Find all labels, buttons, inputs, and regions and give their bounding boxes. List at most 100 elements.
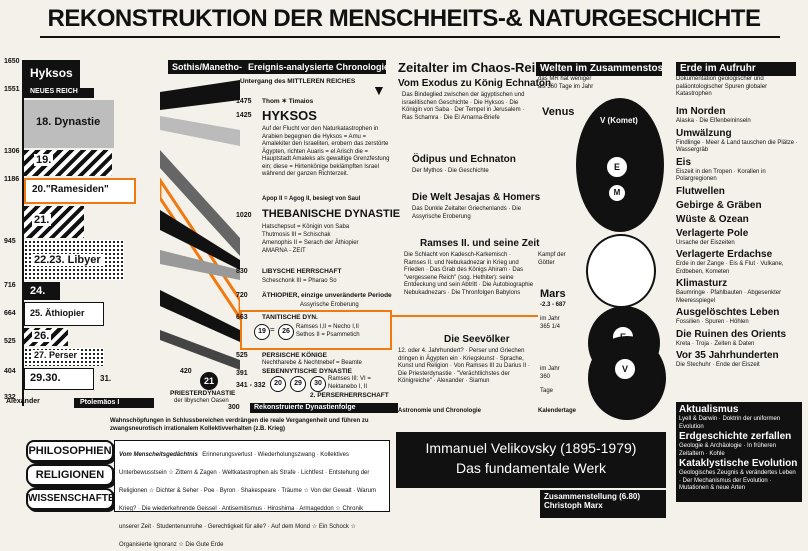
- year-664: 664: [4, 310, 16, 317]
- zweite-pers: 2. PERSERHERRSCHAFT: [310, 392, 389, 399]
- erde-item-title: Verlagerte Erdachse: [676, 249, 773, 260]
- band-2930: [24, 368, 94, 390]
- erde-item-sub: Erde in der Zange · Eis & Flut · Vulkane…: [676, 261, 784, 275]
- year-300: 300: [228, 404, 240, 411]
- timeline-axis: [22, 60, 24, 406]
- aeth-text: Assyrische Eroberung: [300, 302, 359, 308]
- year-525: 525: [236, 352, 248, 359]
- seb-title: SEBENNYTISCHE DYNASTIE: [262, 368, 352, 375]
- religionen-button[interactable]: RELIGIONEN: [26, 464, 114, 486]
- erde-item-sub: Ursache der Eiszeiten: [676, 239, 735, 246]
- erde-item-sub: Die Stechuhr · Ende der Eiszeit: [676, 362, 760, 368]
- band-neues-reich: [24, 88, 94, 98]
- lib-title: LIBYSCHE HERRSCHAFT: [262, 268, 342, 275]
- erde-item-sub: Geologisches Zeugnis & verändertes Leben…: [679, 470, 796, 491]
- erde-item-title: Umwälzung: [676, 127, 732, 139]
- label-d21: 21.: [32, 214, 52, 226]
- rekon-label: Rekonstruierte Dynastienfolge: [250, 403, 398, 413]
- erde-item-sub: Eiszeit in den Tropen · Korallen in Pola…: [676, 168, 766, 183]
- title-rule: [40, 36, 780, 38]
- credit-marx: Christoph Marx: [544, 501, 603, 510]
- erde-item-title: Vor 35 Jahrhunderten: [676, 350, 779, 361]
- wissenschaften-button[interactable]: WISSENSCHAFTEN: [26, 488, 122, 510]
- label-alexander: Alexander: [6, 398, 40, 405]
- theb-title: THEBANISCHE DYNASTIE: [262, 208, 401, 220]
- seb-text: Ramses III: VI = Nektanebo I, II: [328, 376, 371, 390]
- label-d27: 27. Perser: [32, 350, 80, 360]
- chaos-s4-title: Ramses II. und seine Zeit: [420, 238, 540, 249]
- label-d24: 24.: [30, 285, 46, 297]
- erde-item-title: Die Ruinen des Orients: [676, 328, 787, 340]
- gedaechtnis-title: Vom Menscheitsgedächtnis: [119, 452, 198, 458]
- label-d26: 26.: [32, 330, 52, 342]
- band-24: [24, 282, 60, 300]
- chronology-column: Untergang des MITTLEREN REICHES ▼ 1475 T…: [170, 78, 400, 413]
- velikovsky-box: Immanuel Velikovsky (1895-1979) Das fund…: [396, 432, 666, 488]
- lib-text: Scheschonk III = Pharao So: [262, 278, 337, 284]
- band-18: [24, 100, 114, 148]
- tage-label: Tage: [540, 388, 554, 394]
- chaos-column: Vom Exodus zu König Echnaton Das Bindegl…: [398, 78, 551, 418]
- orange-connector: [392, 315, 538, 317]
- moon-planet-1: M: [608, 184, 626, 202]
- pers-title: PERSISCHE KÖNIGE: [262, 352, 328, 359]
- erde-column: Dokumentation geologischer und paläontol…: [676, 76, 802, 506]
- tan-title: TANITISCHE DYN.: [262, 314, 318, 321]
- seb-badge-20: 20: [270, 376, 286, 392]
- band-hyksos: [24, 60, 80, 88]
- venus-planet: V: [614, 358, 636, 380]
- erde-item-title: Kataklystische Evolution: [679, 458, 798, 469]
- year-1650: 1650: [4, 58, 20, 65]
- label-hyksos: Hyksos: [30, 66, 73, 80]
- erde-item-title: Wüste & Ozean: [676, 213, 749, 225]
- erde-item-title: Eis: [676, 156, 692, 168]
- gedaechtnis-box: Vom Menscheitsgedächtnis Erinnerungsverl…: [114, 440, 390, 548]
- chaos-s1-title: Vom Exodus zu König Echnaton: [398, 78, 552, 89]
- erde-item-sub: Findlinge · Meer & Land tauschen die Plä…: [676, 139, 798, 154]
- dynasty-connectors: [160, 80, 240, 370]
- philosophien-button[interactable]: PHILOSOPHIEN: [26, 440, 114, 462]
- header-welten: Welten im Zusammenstoss: [536, 62, 662, 76]
- bottom-note: Wahnschöpfungen in Schlussbereichen verd…: [110, 418, 369, 432]
- tan-text2: Sethos II = Psammetich: [296, 332, 360, 338]
- erde-item-title: Klimasturz: [676, 278, 728, 289]
- label-d31: 31.: [100, 374, 112, 383]
- priester-sub: der libyschen Oasen: [174, 398, 229, 404]
- erde-dok: Dokumentation geologischer und paläontol…: [676, 76, 768, 97]
- chaos-s5-text: 12. oder 4. Jahrhundert? · Perser und Gr…: [398, 348, 531, 384]
- year-420: 420: [180, 368, 192, 375]
- label-d19: 19.: [34, 154, 54, 166]
- jahr-365: im Jahr 365 1/4: [540, 316, 561, 330]
- priester-title: PRIESTERDYNASTIE: [170, 390, 236, 397]
- theb-3: Amenophis II = Serach der Äthiopier: [262, 240, 359, 246]
- theb-1: Hatschepsut = Königin von Saba: [262, 224, 350, 230]
- chaos-s5-title: Die Seevölker: [444, 334, 510, 345]
- header-sothis: Sothis/Manetho-: [168, 60, 246, 74]
- tan-text1: Ramses I,II = Necho I,II: [296, 324, 359, 330]
- jahr-360: im Jahr 360: [540, 366, 560, 380]
- year-2387: -2.3 - 687: [540, 302, 566, 308]
- erde-item: Wüste & Ozean: [676, 214, 798, 226]
- chaos-s4-text: Die Schlacht von Kadesch-Karkemisch · Ra…: [404, 252, 534, 296]
- erde-item-title: Gebirge & Gräben: [676, 199, 762, 211]
- erde-item-sub: Alaska · Die Elfenbeininseln: [676, 118, 751, 124]
- year-332: 332: [4, 394, 16, 401]
- erde-item-title: Im Norden: [676, 106, 726, 117]
- year-525: 525: [4, 338, 16, 345]
- welten-column: das MR hat weniger als 360 Tage im Jahr …: [538, 76, 670, 420]
- chaos-s2-title: Ödipus und Echnaton: [412, 154, 516, 165]
- equals-icon: =: [270, 325, 275, 334]
- year-1186: 1186: [4, 176, 20, 183]
- band-20: [24, 178, 136, 204]
- year-391: 391: [236, 370, 248, 377]
- chaos-s1-text: Das Bindeglied zwischen der ägyptischen …: [402, 92, 525, 121]
- erde-item-sub: Kreta · Troja · Zeiten & Daten: [676, 340, 755, 347]
